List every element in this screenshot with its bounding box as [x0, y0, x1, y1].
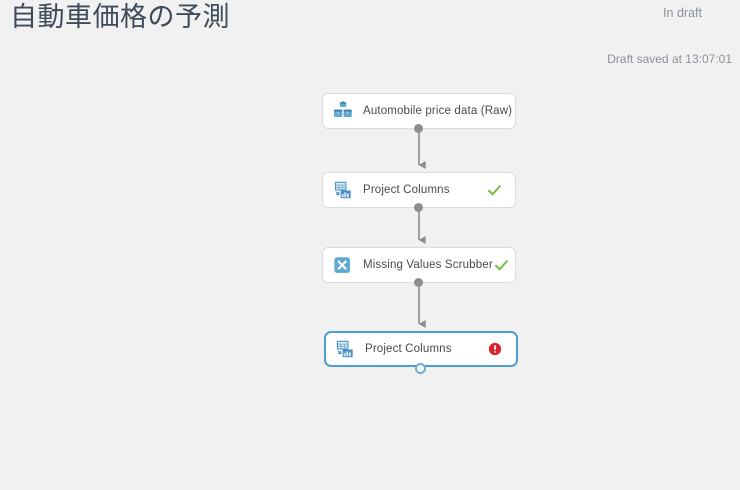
node-label: Project Columns — [365, 343, 452, 355]
check-icon — [494, 259, 509, 271]
node-missing-values-scrubber[interactable]: Missing Values Scrubber — [322, 247, 516, 283]
project-columns-icon — [334, 181, 351, 199]
project-columns-icon — [336, 340, 353, 358]
port-output-project-columns-2[interactable] — [415, 363, 426, 374]
node-project-columns-1[interactable]: Project Columns — [322, 172, 516, 208]
node-label: Missing Values Scrubber — [363, 259, 493, 271]
error-icon[interactable] — [488, 342, 502, 356]
port-output-project-columns-1[interactable] — [414, 203, 423, 212]
check-icon — [487, 184, 501, 196]
page-title: 自動車価格の予測 — [10, 2, 230, 32]
draft-status-label: In draft — [663, 6, 702, 20]
missing-values-icon — [334, 257, 350, 273]
node-status-success — [493, 256, 511, 274]
graph-connectors — [418, 129, 426, 328]
draft-saved-timestamp: Draft saved at 13:07:01 — [607, 52, 732, 66]
node-project-columns-2[interactable]: Project Columns — [324, 331, 518, 367]
node-status-success — [485, 181, 503, 199]
port-output-missing-values-scrubber[interactable] — [414, 278, 423, 287]
node-status-error[interactable] — [486, 340, 504, 358]
page-header: 自動車価格の予測 In draft Draft saved at 13:07:0… — [0, 0, 740, 78]
node-label: Automobile price data (Raw) — [363, 105, 513, 117]
dataset-icon — [334, 101, 352, 117]
pipeline-canvas[interactable]: Automobile price data (Raw) Project Colu… — [0, 78, 740, 490]
port-output-dataset[interactable] — [414, 124, 423, 133]
node-automobile-price-data-raw[interactable]: Automobile price data (Raw) — [322, 93, 516, 129]
node-status-empty — [512, 102, 530, 120]
node-label: Project Columns — [363, 184, 450, 196]
